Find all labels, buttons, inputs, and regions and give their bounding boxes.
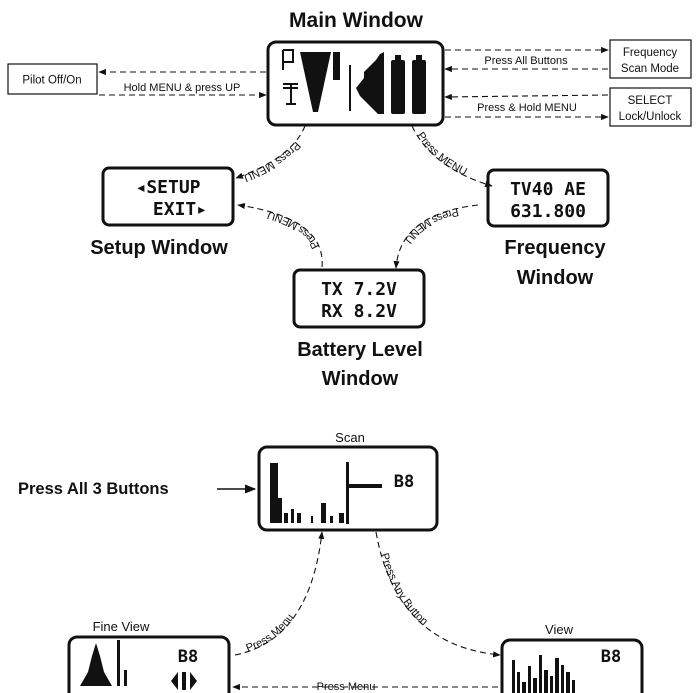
fine-marker-icon <box>117 640 120 686</box>
view-title: View <box>545 622 574 637</box>
select-line2: Lock/Unlock <box>619 111 682 123</box>
battery-window-title-line2: Window <box>322 368 399 390</box>
arrow-from-select <box>444 93 609 100</box>
battery-window-lcd: TX 7.2V RX 8.2V <box>292 268 426 329</box>
setup-window-title: Setup Window <box>90 237 228 259</box>
signal-strength-icon <box>300 52 331 112</box>
view-lcd: B8 <box>500 638 644 693</box>
main-window-title: Main Window <box>289 9 424 32</box>
frequency-scan-line1: Frequency <box>623 47 678 59</box>
fine-marker-small-icon <box>124 670 127 686</box>
fine-view-code: B8 <box>178 647 198 667</box>
label-main-to-setup: Press MENU <box>242 139 303 184</box>
fine-spectrum-icon <box>80 643 112 686</box>
setup-line1: ◂SETUP <box>135 177 200 198</box>
frequency-window-title-line1: Frequency <box>504 237 606 259</box>
label-battery-to-setup: Press MENU <box>266 208 322 250</box>
battery-line2: RX 8.2V <box>321 301 397 322</box>
frequency-window-lcd: TV40 AE 631.800 <box>486 168 610 228</box>
frequency-window-title-line2: Window <box>517 267 594 289</box>
pilot-indicator-icon <box>282 49 298 105</box>
battery-icon <box>391 55 426 114</box>
press-hold-menu-label: Press & Hold MENU <box>477 102 577 114</box>
signal-bar-icon <box>333 52 340 80</box>
label-main-to-frequency: Press MENU <box>414 130 468 178</box>
scan-spectrum-icon <box>270 462 382 524</box>
press-all-3-buttons-label: Press All 3 Buttons <box>18 480 169 498</box>
label-frequency-to-battery: Press MENU <box>402 205 460 245</box>
label-fine-to-scan: Press Menu <box>244 612 296 655</box>
frequency-scan-line2: Scan Mode <box>621 63 679 75</box>
fine-view-lcd: B8 <box>67 635 231 693</box>
pilot-label: Pilot Off/On <box>22 75 81 87</box>
scan-code: B8 <box>394 472 414 492</box>
select-lock-box <box>609 87 692 127</box>
battery-window-title-line1: Battery Level <box>297 339 423 361</box>
battery-line1: TX 7.2V <box>321 279 397 300</box>
press-all-buttons-label: Press All Buttons <box>484 55 568 67</box>
frequency-line2: 631.800 <box>510 201 586 222</box>
setup-window-lcd: ◂SETUP EXIT▸ <box>101 166 235 227</box>
main-window-lcd <box>266 40 445 127</box>
scan-title: Scan <box>335 430 365 445</box>
select-line1: SELECT <box>628 95 673 107</box>
view-code: B8 <box>601 647 621 667</box>
frequency-scan-box <box>609 39 692 79</box>
bottom-press-menu-label: Press Menu <box>317 681 376 693</box>
audio-level-icon <box>356 52 384 114</box>
fine-tune-icon <box>171 672 197 690</box>
hold-menu-up-label: Hold MENU & press UP <box>124 82 241 94</box>
view-spectrum-icon <box>512 655 575 693</box>
pilot-box <box>7 63 98 95</box>
label-scan-to-view: Press Any Button <box>378 552 430 628</box>
divider-icon <box>349 65 351 111</box>
setup-line2: EXIT▸ <box>153 199 207 220</box>
scan-lcd: B8 <box>257 445 439 532</box>
fine-view-title: Fine View <box>93 619 150 634</box>
frequency-line1: TV40 AE <box>510 179 586 200</box>
